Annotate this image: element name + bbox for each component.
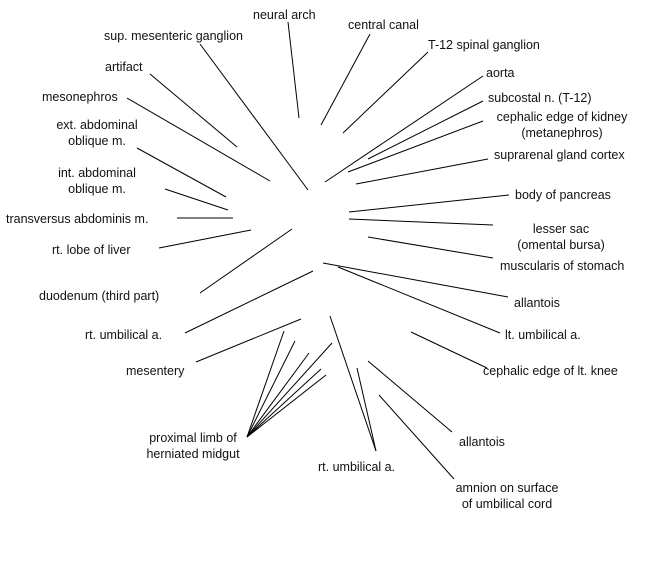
label-cephalic-edge-lt-knee: cephalic edge of lt. knee xyxy=(483,364,618,378)
label-int-abdominal-line2: oblique m. xyxy=(68,182,126,196)
label-amnion-line2: of umbilical cord xyxy=(461,497,553,511)
label-lesser-sac: lesser sac (omental bursa) xyxy=(498,221,624,253)
label-mesonephros: mesonephros xyxy=(42,90,118,104)
label-lt-umbilical-a: lt. umbilical a. xyxy=(505,328,581,342)
leader-artifact xyxy=(149,73,238,148)
leader-rt-umbilical-bottom-2 xyxy=(356,367,377,452)
label-amnion-umbilical-cord: amnion on surface of umbilical cord xyxy=(443,480,571,512)
label-mesentery: mesentery xyxy=(126,364,185,378)
label-ext-abdominal-line2: oblique m. xyxy=(68,134,126,148)
leader-mesonephros xyxy=(126,97,271,182)
leader-mesentery xyxy=(195,318,302,363)
label-muscularis-of-stomach: muscularis of stomach xyxy=(500,259,625,273)
leader-rt-umbilical-left xyxy=(184,270,314,334)
label-t12-spinal-ganglion: T-12 spinal ganglion xyxy=(428,38,540,52)
leader-central-canal xyxy=(320,33,371,126)
label-artifact: artifact xyxy=(105,60,143,74)
leader-allantois-upper xyxy=(322,262,509,298)
leader-cephalic-edge-knee xyxy=(410,331,488,369)
label-sup-mesenteric-ganglion: sup. mesenteric ganglion xyxy=(104,29,243,43)
leader-midgut-6 xyxy=(246,374,327,438)
leader-allantois-lower xyxy=(367,360,453,433)
label-subcostal-n: subcostal n. (T-12) xyxy=(488,91,592,105)
label-transversus-abdominis: transversus abdominis m. xyxy=(6,212,149,226)
leader-midgut-2 xyxy=(246,340,296,438)
label-ext-abdominal-line1: ext. abdominal xyxy=(56,118,138,132)
label-rt-umbilical-a-bottom: rt. umbilical a. xyxy=(318,460,396,474)
label-aorta: aorta xyxy=(486,66,515,80)
leader-subcostal-n xyxy=(367,100,484,160)
leader-rt-lobe-liver xyxy=(158,229,252,249)
leader-ext-abdominal xyxy=(136,147,227,198)
label-central-canal: central canal xyxy=(348,18,419,32)
label-proximal-limb-herniated-midgut: proximal limb of herniated midgut xyxy=(134,430,252,462)
leader-duodenum xyxy=(199,228,293,294)
label-amnion-line1: amnion on surface xyxy=(455,481,559,495)
label-cephalic-edge-kidney: cephalic edge of kidney (metanephros) xyxy=(482,109,642,141)
leader-lt-umbilical xyxy=(337,266,501,334)
label-neural-arch: neural arch xyxy=(253,8,316,22)
label-lesser-sac-line2: (omental bursa) xyxy=(517,238,605,252)
label-proximal-limb-line1: proximal limb of xyxy=(149,431,237,445)
label-proximal-limb-line2: herniated midgut xyxy=(146,447,240,461)
leader-suprarenal-gland xyxy=(355,158,489,185)
label-allantois-upper: allantois xyxy=(514,296,560,310)
label-cephalic-edge-kidney-line2: (metanephros) xyxy=(521,126,603,140)
leader-aorta xyxy=(324,75,484,183)
leader-midgut-4 xyxy=(246,342,333,438)
leader-muscularis-stomach xyxy=(367,236,494,259)
label-int-abdominal: int. abdominal oblique m. xyxy=(42,165,152,197)
label-rt-lobe-of-liver: rt. lobe of liver xyxy=(52,243,131,257)
label-duodenum: duodenum (third part) xyxy=(39,289,160,303)
label-rt-umbilical-a-left: rt. umbilical a. xyxy=(85,328,163,342)
label-allantois-lower: allantois xyxy=(459,435,505,449)
label-lesser-sac-line1: lesser sac xyxy=(532,222,590,236)
leader-cephalic-edge-kidney xyxy=(347,120,484,173)
leader-t12-spinal-ganglion xyxy=(342,51,429,134)
leader-neural-arch xyxy=(287,21,300,119)
leader-lesser-sac xyxy=(348,218,494,226)
label-int-abdominal-line1: int. abdominal xyxy=(58,166,136,180)
label-ext-abdominal: ext. abdominal oblique m. xyxy=(42,117,152,149)
leader-sup-mesenteric-ganglion xyxy=(199,43,309,191)
label-suprarenal-gland-cortex: suprarenal gland cortex xyxy=(494,148,625,162)
label-cephalic-edge-kidney-line1: cephalic edge of kidney xyxy=(496,110,628,124)
leader-midgut-3 xyxy=(246,352,310,438)
leader-midgut-1 xyxy=(246,330,285,438)
label-body-of-pancreas: body of pancreas xyxy=(515,188,611,202)
leader-rt-umbilical-bottom-1 xyxy=(329,315,377,452)
leader-midgut-5 xyxy=(246,368,322,438)
leader-amnion xyxy=(378,394,455,480)
leader-int-abdominal xyxy=(164,188,229,211)
leader-body-of-pancreas xyxy=(348,194,510,213)
